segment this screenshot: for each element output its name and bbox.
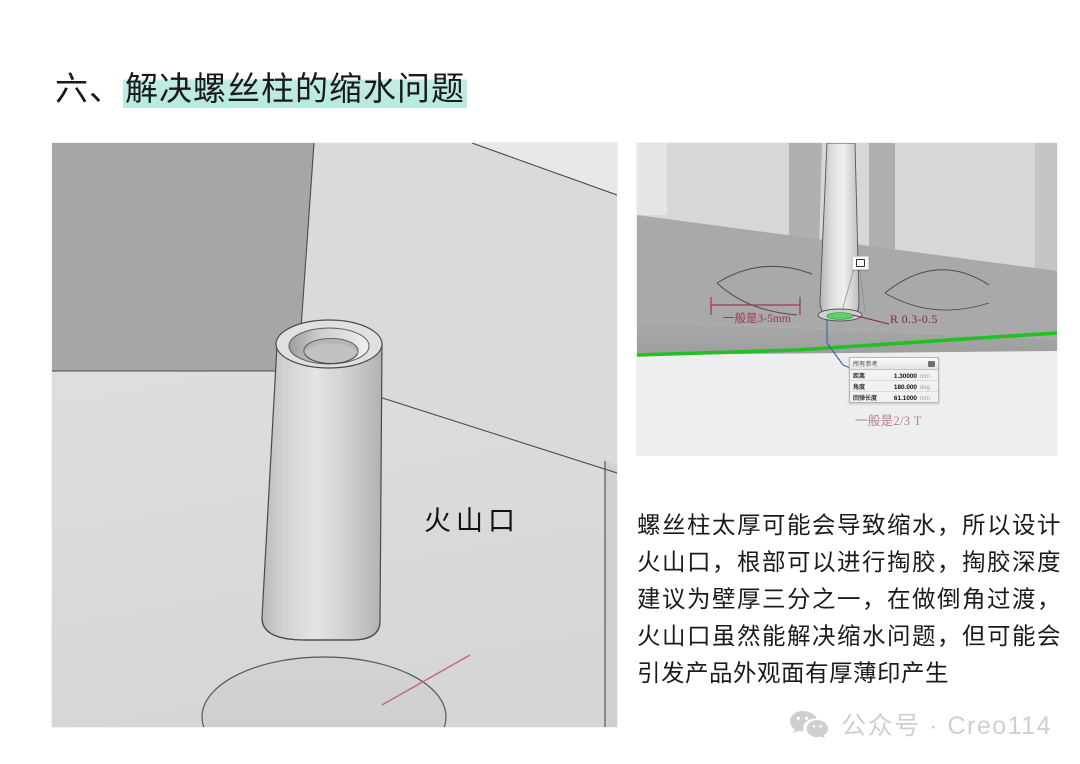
cad-dialog-row: 距离 1.30000 mm	[850, 370, 938, 381]
cad-dialog-row-label: 距离	[853, 373, 866, 380]
cad-dialog-row-value: 180.000	[893, 383, 917, 391]
highlighted-edge-green	[637, 331, 1057, 357]
page-title-number: 六、	[55, 72, 123, 108]
left-render-geometry	[52, 143, 617, 727]
annotation-radius-note: R 0.3-0.5	[890, 312, 938, 326]
wechat-icon	[790, 711, 829, 739]
dimension-width-3-5mm	[710, 297, 801, 315]
cad-dialog-title: 所有参考	[853, 361, 878, 368]
leader-radius	[852, 314, 890, 325]
left-cad-render-image: 火山口	[52, 143, 617, 727]
callout-label-volcano-crater: 火山口	[424, 506, 520, 536]
right-render-canvas	[637, 143, 1057, 455]
reference-marker-icon	[856, 259, 865, 267]
page-title-highlighted-text: 解决螺丝柱的缩水问题	[123, 72, 467, 108]
callout-leader-line	[381, 654, 471, 706]
annotation-width-note: 一般是3-5mm	[723, 313, 791, 325]
cad-reference-dialog[interactable]: 所有参考 距离 1.30000 mm 角度 180.000 deg 回弹长度 6…	[849, 357, 939, 403]
page-title: 六、解决螺丝柱的缩水问题	[55, 68, 467, 112]
cad-dialog-row: 角度 180.000 deg	[850, 381, 938, 392]
cad-dialog-row-value: 61.1000	[893, 394, 917, 402]
cad-dialog-row-label: 回弹长度	[853, 395, 878, 402]
dimension-depth-blue	[826, 319, 844, 366]
reference-marker-badge[interactable]	[852, 256, 869, 270]
cad-dialog-row-unit: mm	[920, 395, 930, 402]
cad-dialog-minimize-icon[interactable]	[928, 360, 935, 367]
cad-dialog-row-unit: mm	[920, 373, 930, 380]
cad-dialog-row: 回弹长度 61.1000 mm	[850, 392, 938, 402]
right-render-geometry	[637, 143, 1057, 455]
annotation-depth-note: 一般是2/3 T	[855, 414, 922, 428]
cad-dialog-row-unit: deg	[920, 384, 931, 391]
cad-dialog-header: 所有参考	[850, 358, 938, 370]
left-render-canvas	[52, 143, 617, 727]
watermark-text: 公众号 · Creo114	[841, 712, 1052, 740]
cad-dialog-row-label: 角度	[853, 384, 866, 391]
right-cad-render-image: 一般是3-5mm R 0.3-0.5 一般是2/3 T 所有参考 距离 1.30…	[637, 143, 1057, 455]
body-paragraph: 螺丝柱太厚可能会导致缩水，所以设计火山口，根部可以进行掏胶，掏胶深度建议为壁厚三…	[637, 513, 1061, 687]
leader-reference-badge	[841, 264, 866, 312]
cad-dialog-row-value: 1.30000	[893, 372, 917, 380]
footer-watermark: 公众号 · Creo114	[789, 706, 1052, 742]
